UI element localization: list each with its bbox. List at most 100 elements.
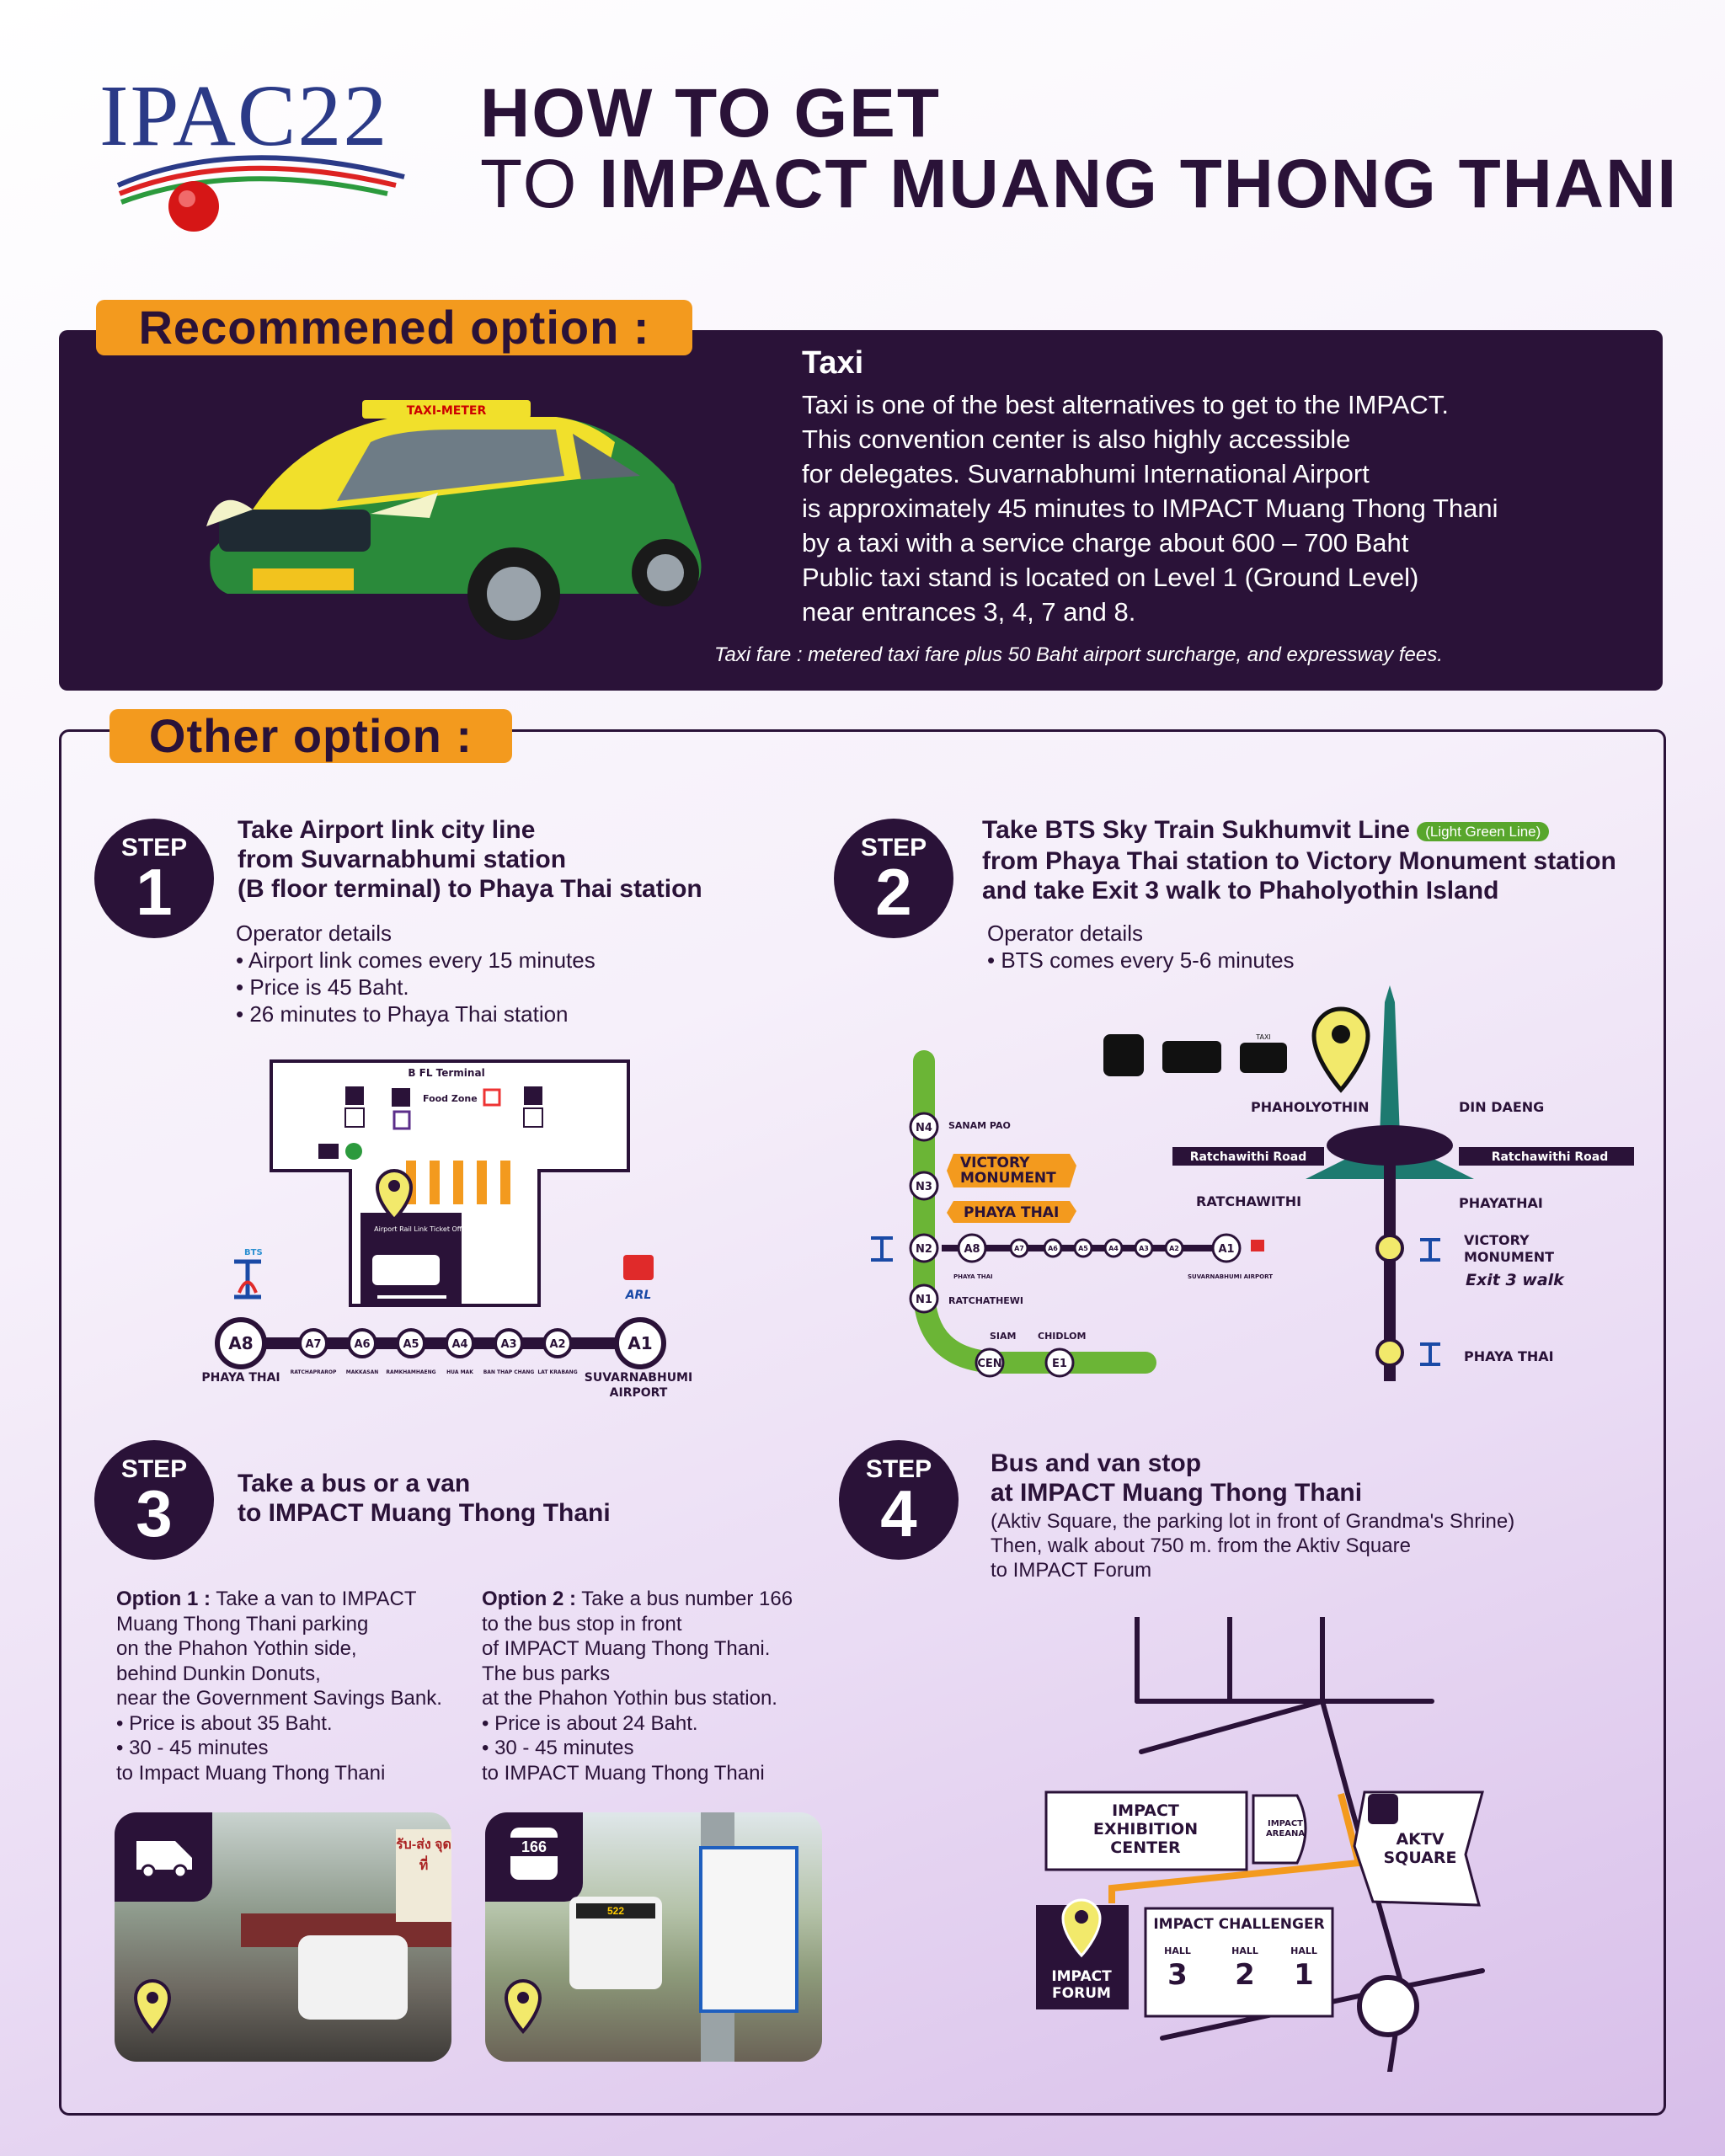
station-code: E1 <box>1052 1358 1067 1370</box>
ratchawithi-road-label: Ratchawithi Road <box>1492 1150 1609 1164</box>
operator-heading: Operator details <box>236 921 392 946</box>
taxi-desc-line: Taxi is one of the best alternatives to … <box>802 390 1449 419</box>
station-code: A1 <box>1218 1243 1234 1256</box>
location-pin-icon <box>1311 1006 1370 1093</box>
hall-label: HALL <box>1231 1945 1258 1956</box>
light-green-line-badge: (Light Green Line) <box>1417 821 1550 841</box>
recommended-tab: Recommened option : <box>96 300 692 355</box>
suvarnabhumi-label: SUVARNABHUMI <box>585 1371 692 1385</box>
phaya-thai-bottom-label: PHAYA THAI <box>1464 1348 1554 1364</box>
station-a8-marker <box>215 1317 267 1369</box>
phaya-thai-small-label: PHAYA THAI <box>953 1273 993 1280</box>
chidlom-label: CHIDLOM <box>1038 1331 1086 1342</box>
bus-icon <box>1103 1034 1144 1076</box>
station-n4-marker <box>909 1112 939 1142</box>
option-line: • 30 - 45 minutes <box>116 1737 269 1759</box>
station-a2-marker <box>542 1328 573 1358</box>
station-e1-marker <box>1044 1348 1075 1378</box>
station-code: N1 <box>916 1294 932 1306</box>
ratchawithi-label: RATCHAWITHI <box>1196 1193 1301 1209</box>
bank-icon <box>393 1110 411 1130</box>
roundabout <box>1357 1975 1419 2037</box>
phaya-thai-tag-label: PHAYA THAI <box>964 1204 1059 1221</box>
step-number: 3 <box>136 1476 173 1550</box>
step-1-title-line: Take Airport link city line <box>238 816 536 844</box>
station-name: LAT KRABANG <box>537 1369 577 1375</box>
bus-number: 166 <box>510 1838 558 1856</box>
taxi-icon-sign: TAXI <box>1255 1033 1271 1041</box>
arl-station-a1-marker <box>1211 1233 1242 1263</box>
location-pin-icon <box>133 1979 172 2034</box>
escalator-icon <box>345 1086 364 1105</box>
option-line: Take a bus number 166 <box>581 1588 793 1610</box>
bts-logo-label: BTS <box>244 1248 263 1257</box>
option-line: to the bus stop in front <box>482 1612 682 1636</box>
step-1-title: Take Airport link city line from Suvarna… <box>238 815 702 904</box>
station-n1-marker <box>909 1283 939 1314</box>
option-2-label: Option 2 : <box>482 1588 576 1610</box>
station-code: N3 <box>916 1181 932 1193</box>
step-2-title-line: and take Exit 3 walk to Phaholyothin Isl… <box>982 876 1499 905</box>
station-name: HUA MAK <box>446 1369 473 1375</box>
station-name: RATCHAPRAROP <box>291 1369 337 1375</box>
taxi-icon <box>1240 1043 1287 1073</box>
phaya-thai-station-marker <box>1375 1338 1404 1367</box>
arl-train-icon <box>1251 1240 1264 1251</box>
bus-timetable-sign <box>699 1846 798 2013</box>
logo-text: IPAC22 <box>99 67 389 164</box>
train-icon <box>372 1255 440 1285</box>
arl-station-a2-marker <box>1164 1238 1184 1258</box>
station-n3-marker <box>909 1171 939 1201</box>
station-code: A7 <box>1014 1245 1024 1252</box>
taxi-desc-line: Public taxi stand is located on Level 1 … <box>802 563 1419 592</box>
step-2-title-line: Take BTS Sky Train Sukhumvit Line (Light… <box>982 815 1616 846</box>
option-2-text: Option 2 : Take a bus number 166 to the … <box>482 1587 836 1785</box>
step-2-title-line1: Take BTS Sky Train Sukhumvit Line <box>982 816 1410 844</box>
station-a5-marker <box>396 1328 426 1358</box>
arl-station-a4-marker <box>1103 1238 1124 1258</box>
station-code: A6 <box>1048 1245 1058 1252</box>
arl-station-a6-marker <box>1043 1238 1063 1258</box>
station-code: A4 <box>451 1338 467 1351</box>
step-3-title-line: Take a bus or a van <box>238 1470 471 1497</box>
station-cen-marker <box>975 1348 1005 1378</box>
taxi-desc-line: This convention center is also highly ac… <box>802 424 1351 454</box>
detail-item: • 26 minutes to Phaya Thai station <box>236 1001 569 1027</box>
siam-label: SIAM <box>990 1331 1016 1342</box>
page-title-line2: TO IMPACT MUANG THONG THANI <box>480 145 1678 224</box>
station-code: A4 <box>1108 1245 1119 1252</box>
station-code: A3 <box>1139 1245 1149 1252</box>
detail-item: • BTS comes every 5-6 minutes <box>987 947 1295 973</box>
location-pin-icon <box>1061 1898 1102 1958</box>
forum-line: IMPACT <box>1051 1968 1112 1985</box>
other-options-tab: Other option : <box>109 709 512 763</box>
din-daeng-label: DIN DAENG <box>1459 1099 1544 1115</box>
bts-logo-icon <box>1420 1238 1440 1262</box>
arl-station-a5-marker <box>1073 1238 1093 1258</box>
detail-item: • Price is 45 Baht. <box>236 974 409 1000</box>
victory-monument-icon <box>1380 985 1400 1137</box>
victory-label-line2: MONUMENT <box>1464 1249 1554 1265</box>
step-4-title: Bus and van stop at IMPACT Muang Thong T… <box>991 1449 1362 1508</box>
sanam-pao-label: SANAM PAO <box>948 1120 1011 1131</box>
arl-station-a3-marker <box>1134 1238 1154 1258</box>
station-name: RAMKHAMHAENG <box>386 1369 435 1375</box>
exhibition-line: CENTER <box>1110 1838 1181 1857</box>
arl-train-icon <box>623 1255 654 1280</box>
detail-line: (Aktiv Square, the parking lot in front … <box>991 1510 1515 1533</box>
station-code: N2 <box>916 1243 932 1256</box>
arl-station-a7-marker <box>1009 1238 1029 1258</box>
step-1-badge: STEP 1 <box>94 819 214 938</box>
ratchawithi-road-label: Ratchawithi Road <box>1190 1150 1307 1164</box>
step-number: 1 <box>136 855 173 929</box>
station-code: A2 <box>549 1338 565 1351</box>
option-line: Muang Thong Thani parking <box>116 1612 369 1636</box>
other-options-panel <box>59 729 1666 2116</box>
option-line: on the Phahon Yothin side, <box>116 1637 357 1660</box>
arena-line: IMPACT <box>1268 1819 1303 1828</box>
convenience-store-icon <box>483 1088 501 1107</box>
restroom-icon <box>392 1088 410 1107</box>
phaya-thai-label: PHAYA THAI <box>201 1371 280 1385</box>
step-label: STEP <box>120 1455 188 1483</box>
step-3-badge: STEP 3 <box>94 1440 214 1560</box>
